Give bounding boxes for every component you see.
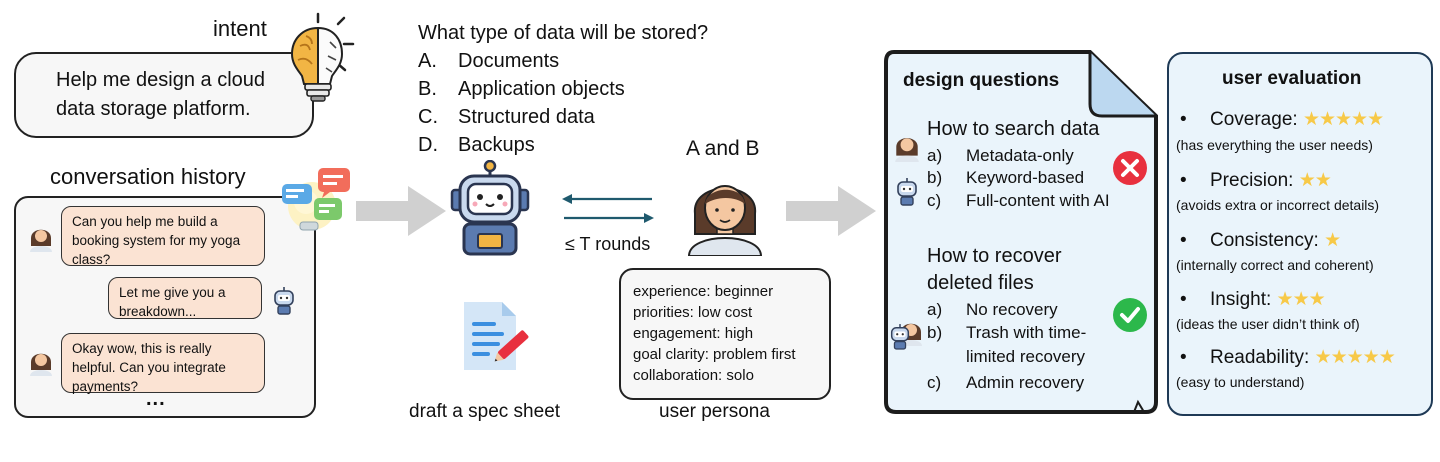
history-label: conversation history	[50, 164, 246, 189]
design-question-title: How to recover	[927, 245, 1062, 267]
user-evaluation-panel	[1167, 52, 1433, 416]
persona-attribute: experience: beginner	[633, 283, 774, 300]
star-rating: ★★	[1298, 170, 1332, 191]
persona-attribute: priorities: low cost	[633, 304, 753, 321]
gray-flow-arrow	[356, 186, 446, 236]
design-option: limited recovery	[966, 347, 1086, 366]
design-questions-title: design questions	[903, 70, 1060, 91]
design-question-title: How to search data	[927, 118, 1100, 140]
user-message-bubble: Can you help me build a booking system f…	[61, 206, 265, 267]
woman-avatar-icon	[687, 185, 763, 256]
eval-criterion: •Readability: ★★★★★	[1180, 347, 1396, 368]
answer-label: A and B	[686, 137, 760, 160]
rounds-label: ≤ T rounds	[565, 234, 651, 254]
ellipsis: ...	[146, 388, 166, 410]
question-option: A.Documents	[418, 50, 560, 72]
design-option: c)Full-content with AI	[927, 191, 1110, 210]
eval-description: (avoids extra or incorrect details)	[1176, 197, 1380, 213]
spec-label: draft a spec sheet	[409, 401, 561, 422]
cross-icon	[1113, 151, 1147, 185]
eval-criterion: •Precision: ★★	[1180, 170, 1332, 191]
exchange-arrows	[562, 194, 654, 223]
spec-sheet-pencil-icon	[464, 302, 529, 370]
star-rating: ★★★★★	[1314, 347, 1396, 368]
star-rating: ★★★★★	[1302, 109, 1384, 130]
eval-description: (internally correct and coherent)	[1176, 257, 1374, 273]
persona-attribute: collaboration: solo	[633, 367, 754, 384]
lightbulb-brain-icon	[290, 12, 355, 102]
intent-text: Help me design a cloud data storage plat…	[56, 69, 266, 120]
design-option: c)Admin recovery	[927, 373, 1085, 392]
question-option: B.Application objects	[418, 78, 625, 100]
woman-avatar-icon	[895, 138, 919, 162]
persona-attribute: engagement: high	[633, 325, 754, 342]
intent-label: intent	[213, 16, 267, 41]
robot-icon	[897, 178, 917, 206]
robot-icon	[274, 287, 294, 315]
user-evaluation-title: user evaluation	[1222, 68, 1362, 89]
robot-icon	[890, 324, 910, 350]
user-message-bubble: Okay wow, this is really helpful. Can yo…	[61, 333, 265, 394]
design-option: b)Trash with time-	[927, 323, 1087, 342]
star-rating: ★★★	[1276, 289, 1326, 310]
design-option: a)Metadata-only	[927, 146, 1074, 165]
assistant-message-bubble: Let me give you a breakdown...	[108, 277, 262, 319]
check-icon	[1113, 298, 1147, 332]
document-shape	[884, 50, 1158, 414]
design-question-title: deleted files	[927, 272, 1034, 294]
eval-criterion: •Consistency: ★	[1180, 230, 1341, 251]
woman-avatar-icon	[30, 353, 52, 376]
eval-criterion: •Insight: ★★★	[1180, 289, 1326, 310]
eval-description: (has everything the user needs)	[1176, 137, 1373, 153]
persona-label: user persona	[659, 401, 770, 422]
design-option: b)Keyword-based	[927, 168, 1085, 187]
question-prompt: What type of data will be stored?	[418, 22, 709, 44]
eval-criterion: •Coverage: ★★★★★	[1180, 109, 1384, 130]
persona-card: experience: beginner priorities: low cos…	[619, 268, 831, 400]
question-option: C.Structured data	[418, 106, 595, 128]
persona-attribute: goal clarity: problem first	[633, 346, 796, 363]
chat-bubbles-icon	[282, 168, 350, 231]
eval-description: (easy to understand)	[1176, 374, 1305, 390]
woman-avatar-icon	[30, 229, 52, 252]
design-option: a)No recovery	[927, 300, 1058, 319]
eval-description: (ideas the user didn’t think of)	[1176, 316, 1360, 332]
question-option: D.Backups	[418, 134, 535, 156]
intent-box	[14, 52, 314, 138]
star-rating: ★	[1324, 230, 1341, 251]
robot-icon	[450, 160, 530, 256]
gray-flow-arrow	[786, 186, 876, 236]
